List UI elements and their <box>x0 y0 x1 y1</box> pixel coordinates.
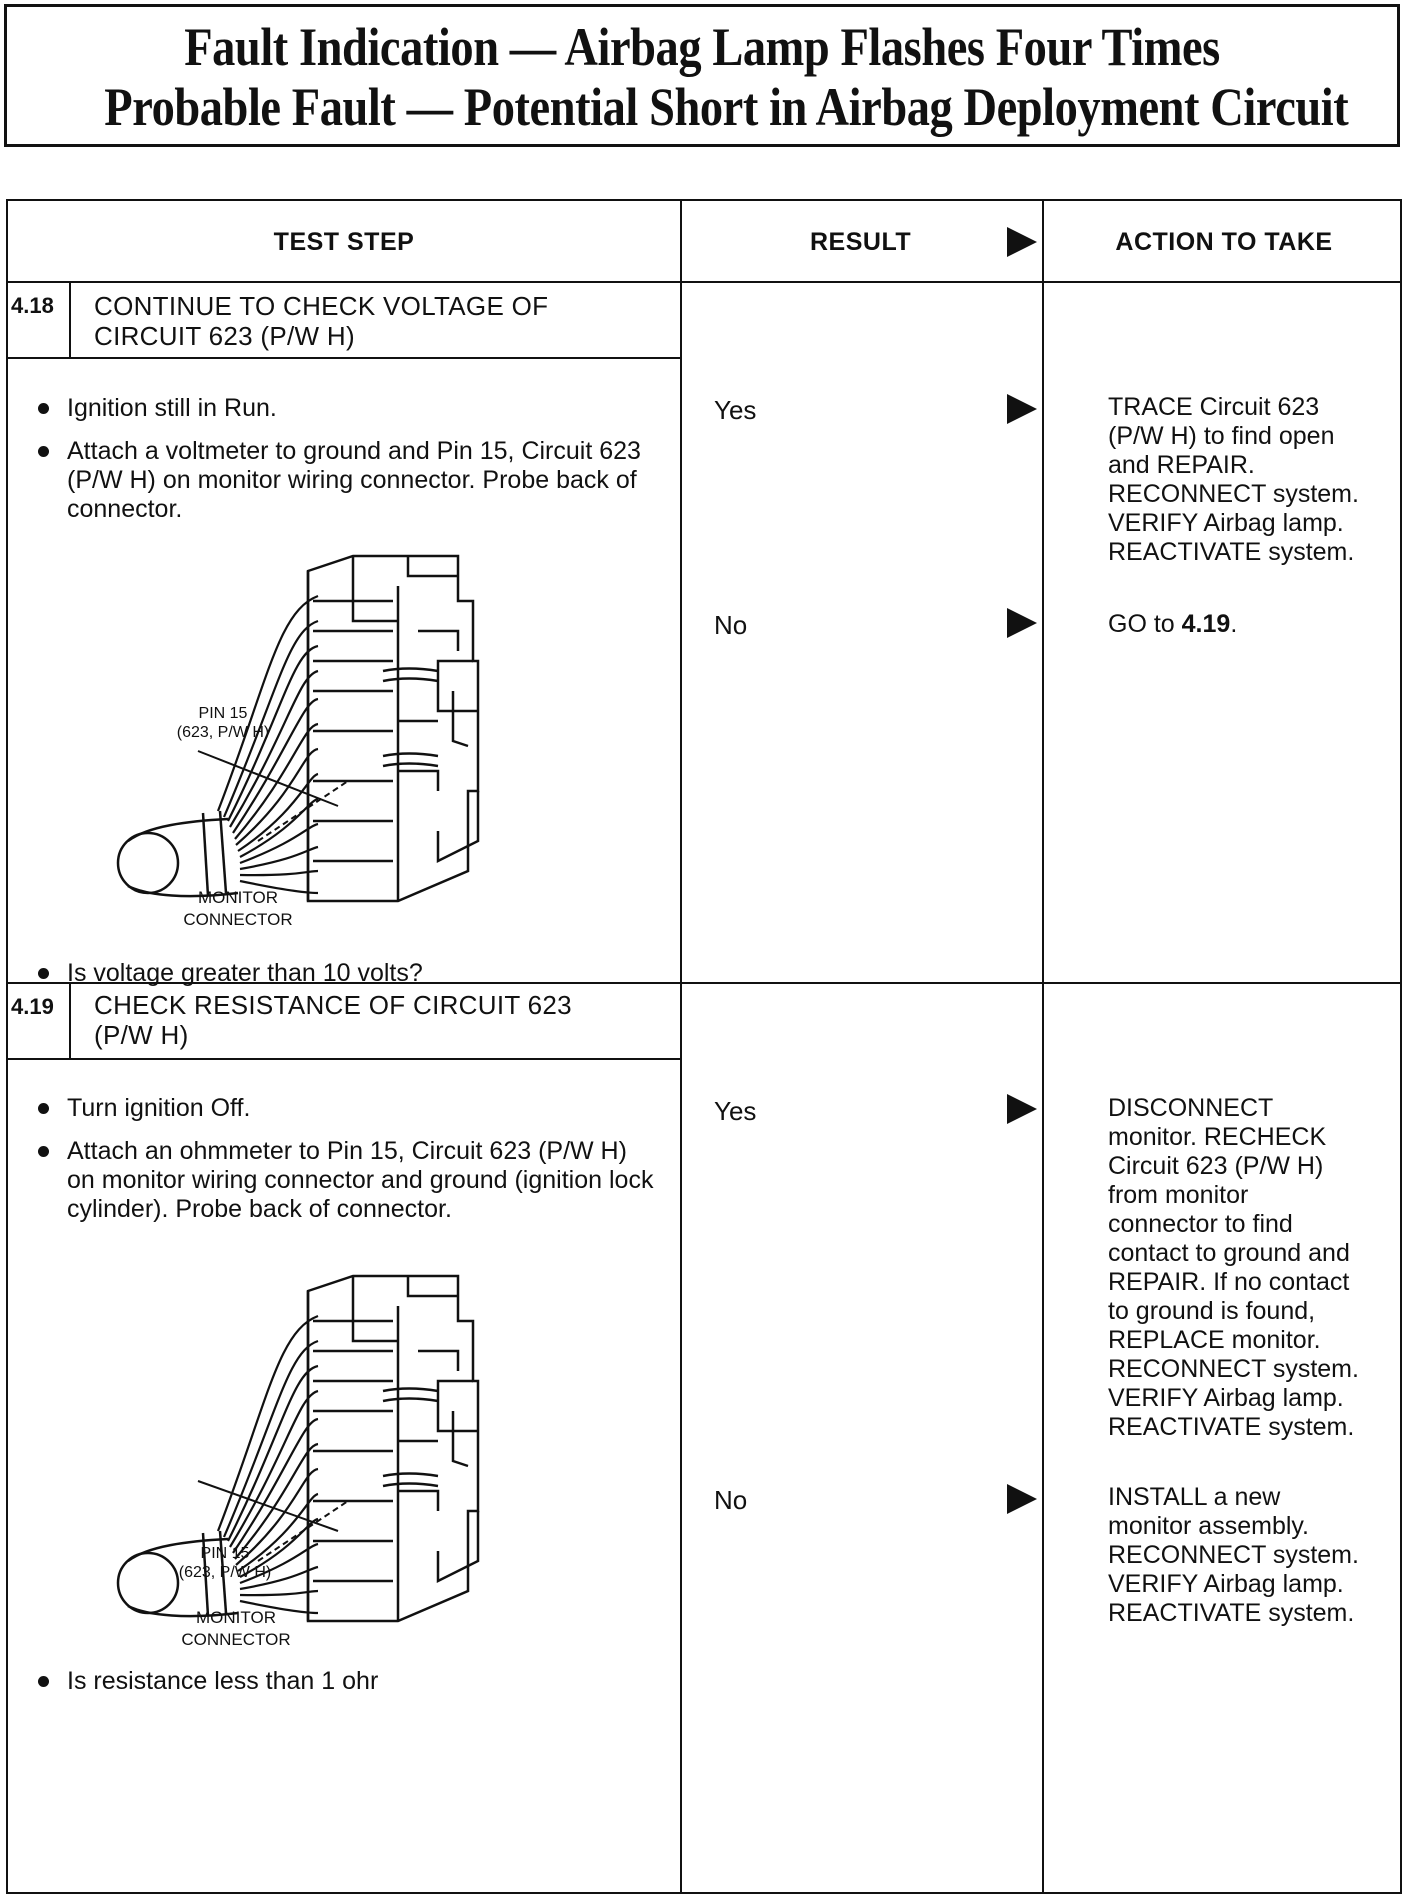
pin-15-label: PIN 15 (623, P/W H) <box>178 1545 272 1581</box>
connector-illustration <box>116 554 480 903</box>
step-divider <box>8 982 1400 984</box>
action-text: DISCONNECT monitor. RECHECK Circuit 623 … <box>1108 1094 1359 1441</box>
header-test-step: TEST STEP <box>273 227 415 256</box>
step-bullet: Attach an ohmmeter to Pin 15, Circuit 62… <box>35 1137 657 1224</box>
result-arrow-icon <box>1007 1484 1037 1514</box>
step-bullet: Attach a voltmeter to ground and Pin 15,… <box>35 437 677 524</box>
step-number: 4.18 <box>11 293 54 318</box>
pin-15-label: PIN 15 (623, P/W H) <box>176 705 270 741</box>
fault-indication-title: Fault Indication — Airbag Lamp Flashes F… <box>184 17 1220 77</box>
result-yes: Yes <box>714 1096 757 1126</box>
header-action: ACTION TO TAKE <box>1115 227 1333 256</box>
header-arrow-icon <box>1007 227 1037 257</box>
result-no: No <box>714 610 748 640</box>
result-no: No <box>714 1485 748 1515</box>
step-title: CHECK RESISTANCE OF CIRCUIT 623 (P/W H) <box>94 990 572 1050</box>
step-number-divider <box>69 984 71 1058</box>
monitor-connector-diagram: PIN 15 (623, P/W H) MONITOR CONNECTOR <box>108 541 578 941</box>
monitor-connector-diagram: PIN 15 (623, P/W H) MONITOR CONNECTOR <box>108 1261 578 1661</box>
action-text: TRACE Circuit 623 (P/W H) to find open a… <box>1108 393 1359 566</box>
step-number-divider <box>69 283 71 357</box>
step-reference: 4.19 <box>1181 610 1231 638</box>
result-arrow-icon <box>1007 394 1037 424</box>
step-bullet: Turn ignition Off. <box>35 1094 687 1123</box>
title-box: Fault Indication — Airbag Lamp Flashes F… <box>4 4 1400 147</box>
header-result: RESULT <box>810 227 912 256</box>
step-title-divider <box>8 357 680 359</box>
test-table: TEST STEP RESULT ACTION TO TAKE 4.18 CON… <box>6 199 1402 1894</box>
action-text: INSTALL a new monitor assembly. RECONNEC… <box>1108 1483 1359 1627</box>
action-text: GO to 4.19. <box>1108 610 1238 638</box>
result-arrow-icon <box>1007 1094 1037 1124</box>
step-title-divider <box>8 1058 680 1060</box>
monitor-connector-label: MONITOR CONNECTOR <box>181 1608 291 1649</box>
step-question: Is resistance less than 1 ohr <box>35 1667 687 1696</box>
step-bullet: Ignition still in Run. <box>35 394 687 423</box>
result-arrow-icon <box>1007 608 1037 638</box>
probable-fault-title: Probable Fault — Potential Short in Airb… <box>104 77 1349 137</box>
connector-illustration <box>116 1274 480 1623</box>
step-number: 4.19 <box>11 994 54 1019</box>
monitor-connector-label: MONITOR CONNECTOR <box>183 888 293 929</box>
step-title: CONTINUE TO CHECK VOLTAGE OF CIRCUIT 623… <box>94 291 549 351</box>
column-divider <box>1042 201 1044 1892</box>
result-yes: Yes <box>714 395 757 425</box>
column-divider <box>680 201 682 1892</box>
header-divider <box>8 281 1400 283</box>
